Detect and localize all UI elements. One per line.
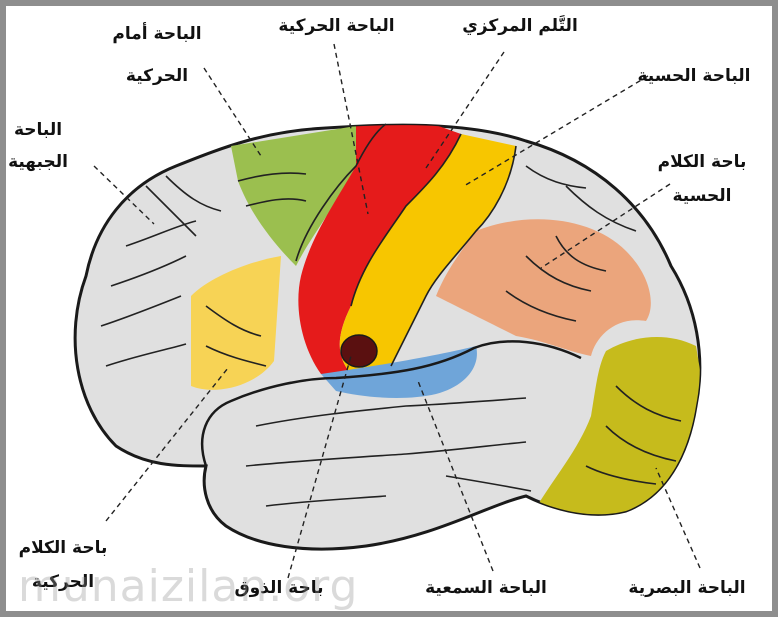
temporal-lobe-outline [201,340,582,467]
label-taste: باحة الذوق [234,578,324,598]
label-visual: الباحة البصرية [628,578,746,598]
gyri-lines [100,123,682,507]
label-frontal: الباحة الجبهية [8,116,68,176]
label-broca-line1: باحة الكلام [18,538,108,558]
label-frontal-line2: الجبهية [8,152,68,172]
wernicke-area [436,219,651,356]
label-frontal-line1: الباحة [13,120,63,140]
sensory-area [339,134,516,374]
label-premotor: الباحة أمام الحركية [102,20,212,90]
broca-area [191,256,281,390]
label-motor: الباحة الحركية [278,16,395,36]
label-premotor-line2: الحركية [125,66,189,86]
premotor-area [231,126,356,266]
motor-area [298,125,461,374]
label-central-sulcus: التَّلم المركزي [462,16,578,36]
label-premotor-line1: الباحة أمام [112,24,202,44]
label-broca: باحة الكلام الحركية [8,534,118,596]
brain-diagram [73,43,702,579]
taste-area [340,334,378,368]
label-broca-line2: الحركية [31,572,95,592]
label-wernicke-line1: باحة الكلام [657,152,747,172]
diagram-frame: الباحة أمام الحركية الباحة الحركية التَّ… [6,6,772,612]
label-sensory: الباحة الحسية [637,66,751,86]
label-wernicke-line2: الحسية [672,186,732,206]
label-wernicke: باحة الكلام الحسية [642,148,762,210]
watermark: munaizilan.org [18,561,359,612]
label-auditory: الباحة السمعية [425,578,547,598]
leader-lines [93,43,701,579]
